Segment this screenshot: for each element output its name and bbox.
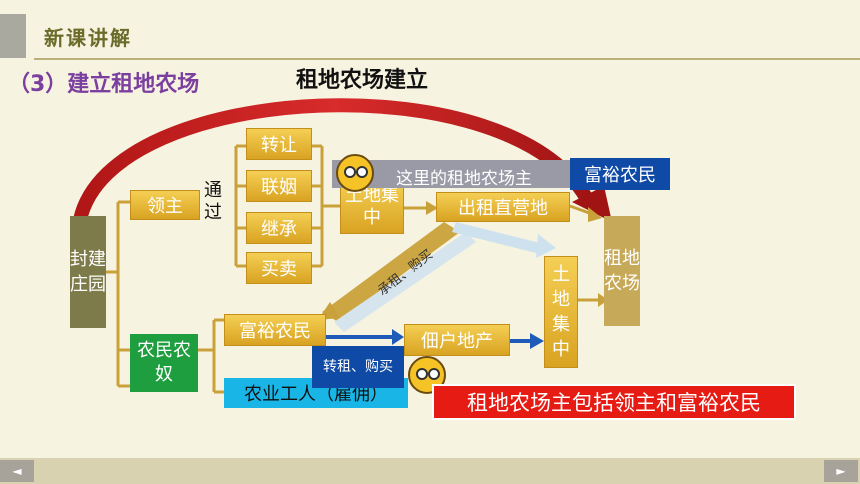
mascot-icon [336, 154, 374, 192]
header-divider [34, 58, 860, 60]
node-land-concentration-2: 土地集中 [544, 256, 578, 368]
next-slide-button[interactable]: ► [824, 460, 858, 482]
node-farm: 租地农场 [604, 216, 640, 326]
diagram-title: 租地农场建立 [296, 68, 429, 93]
tag-rich-farmer: 富裕农民 [570, 158, 670, 190]
header-accent [0, 14, 26, 58]
section-title: （3）建立租地农场 [8, 72, 200, 97]
conclusion-box: 租地农场主包括领主和富裕农民 [432, 384, 796, 420]
bracket-serf [198, 318, 224, 394]
node-inherit: 继承 [246, 212, 312, 244]
node-tenant-land: 佃户地产 [404, 324, 510, 356]
node-serf: 农民农奴 [130, 334, 198, 392]
bracket-methods [234, 144, 246, 268]
node-rent-out: 出租直营地 [436, 192, 570, 222]
prev-slide-button[interactable]: ◄ [0, 460, 34, 482]
node-estate: 封建庄园 [70, 216, 106, 328]
node-transfer: 转让 [246, 128, 312, 160]
header-title: 新课讲解 [44, 26, 132, 50]
label-via: 通过 [204, 180, 222, 223]
bracket-estate [105, 200, 130, 388]
bracket-concentration [312, 144, 340, 268]
bottom-bar [0, 458, 860, 484]
top-bar [0, 0, 860, 66]
arc-arrow [73, 98, 597, 222]
node-marriage: 联姻 [246, 170, 312, 202]
node-rich-peasant: 富裕农民 [224, 314, 326, 346]
label-sublet-buy: 转租、购买 [312, 346, 404, 388]
callout-speech: 这里的租地农场主 [396, 169, 532, 189]
light-arrow [452, 222, 544, 254]
node-lord: 领主 [130, 190, 200, 220]
rent-buy-band-light [334, 232, 476, 332]
rent-buy-band [322, 222, 460, 322]
arc-arrow-head [572, 186, 612, 222]
node-trade: 买卖 [246, 252, 312, 284]
